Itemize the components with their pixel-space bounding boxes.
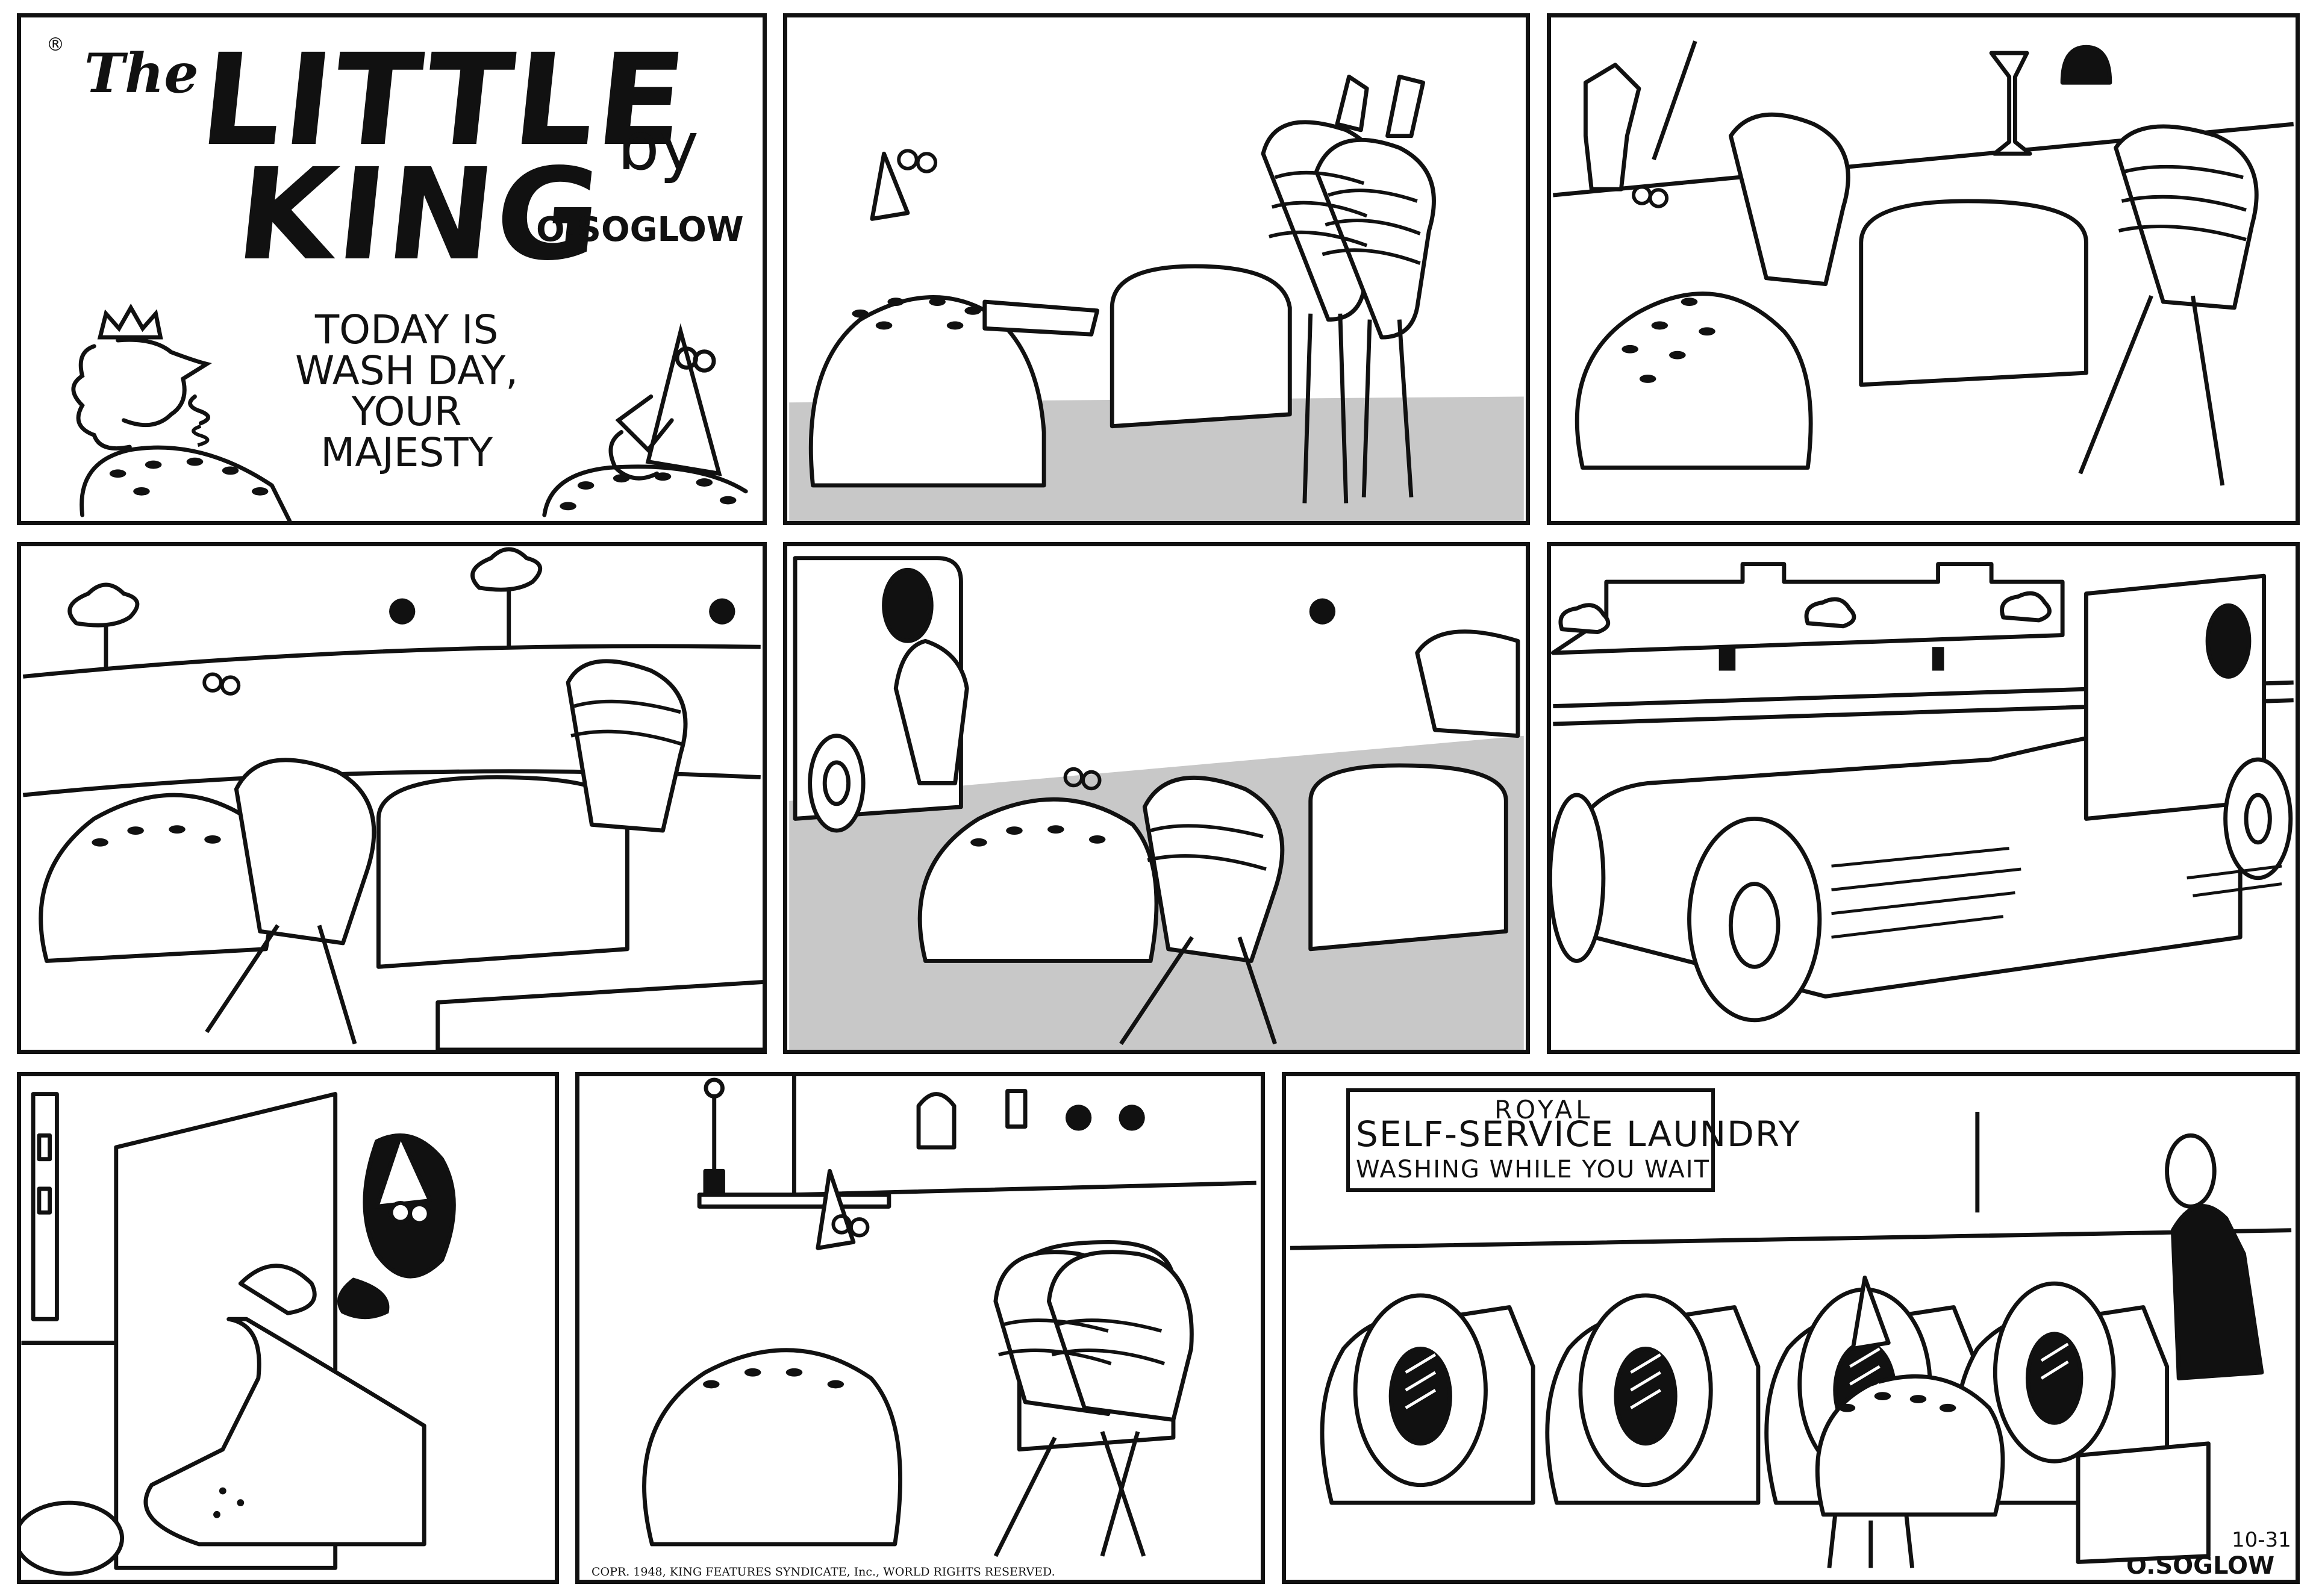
panel-3 <box>1547 13 2300 525</box>
balloon-line-3: YOUR <box>351 388 462 435</box>
laundry-chest-icon <box>1308 763 1508 952</box>
king-body-icon <box>808 295 1046 488</box>
attendant-legs-icon <box>2078 295 2225 486</box>
king-crown-icon <box>816 1168 856 1250</box>
attendant-head-icon <box>1335 74 1369 132</box>
panel-1-title: ® The LITTLE by KING O.SOGLOW TODAY IS W… <box>17 13 767 525</box>
king-crown-icon <box>1850 1275 1891 1351</box>
queen-face-icon <box>116 337 212 428</box>
attendant-body-icon <box>1142 775 1285 963</box>
strip-date: 10-31 <box>2232 1528 2291 1552</box>
copyright-notice: COPR. 1948, KING FEATURES SYNDICATE, Inc… <box>592 1565 1055 1579</box>
attendant-legs-icon <box>993 1431 1146 1557</box>
queen-robe-icon <box>80 445 292 521</box>
lamp-stand-icon <box>1989 51 2032 156</box>
sign-royal: ROYAL <box>1494 1095 1594 1124</box>
laundry-chest-icon <box>1110 264 1292 429</box>
laundry-chest-icon <box>1859 199 2088 387</box>
panel-3-art <box>1552 40 2294 486</box>
tree-icon <box>1558 603 1611 635</box>
tree-icon <box>67 582 140 628</box>
panel-8: COPR. 1948, KING FEATURES SYNDICATE, Inc… <box>575 1072 1265 1584</box>
balloon-line-2: WASH DAY, <box>295 348 519 394</box>
attendant-head-icon <box>2165 1133 2217 1209</box>
sign-title: SELF-SERVICE LAUNDRY <box>1356 1114 1801 1155</box>
laundry-box-icon <box>2076 1441 2211 1564</box>
driver-icon <box>143 1317 426 1547</box>
balloon-line-4: MAJESTY <box>320 429 493 476</box>
attendant-legs-icon <box>1119 936 1277 1046</box>
stool-icon <box>1827 1514 1915 1568</box>
panel-6-art <box>1551 562 2294 1023</box>
attendant-legs-icon <box>1302 313 1414 503</box>
truck-wheel-icon <box>1551 793 1606 963</box>
panel-4 <box>17 542 767 1054</box>
tree-icon <box>470 547 543 592</box>
panel-1-art <box>71 303 748 521</box>
king-body-icon <box>39 793 274 963</box>
attendant-legs-icon <box>205 924 357 1045</box>
laundry-sign: ROYAL SELF-SERVICE LAUNDRY WASHING WHILE… <box>1346 1088 1800 1192</box>
attendant-body-icon <box>1728 112 1850 287</box>
king-crown-icon <box>645 323 722 476</box>
panel-9: ROYAL SELF-SERVICE LAUNDRY WASHING WHILE… <box>1282 1072 2300 1584</box>
king-nose-icon <box>615 394 674 454</box>
registered-mark: ® <box>46 34 64 55</box>
panel-9-art <box>1290 1112 2292 1568</box>
tree-icon <box>1804 597 1856 629</box>
panel-7-art <box>21 1092 456 1576</box>
balloon-line-1: TODAY IS <box>314 307 499 353</box>
driver-icon <box>893 638 969 785</box>
arched-window-icon <box>916 1092 957 1150</box>
speech-balloon: TODAY IS WASH DAY, YOUR MAJESTY <box>295 310 518 473</box>
king-crown-icon <box>870 151 910 221</box>
king-robe-icon <box>542 464 748 517</box>
panel-5 <box>783 542 1530 1054</box>
knight-armor-icon <box>1583 63 1641 192</box>
panel-7 <box>17 1072 559 1584</box>
queen-hair-icon <box>71 344 132 450</box>
speed-lines-icon <box>1831 847 2282 939</box>
sign-subtitle: WASHING WHILE YOU WAIT <box>1356 1156 1711 1183</box>
panel-4-art <box>22 547 763 1050</box>
panel-2 <box>783 13 1530 525</box>
doorway-icon <box>2060 45 2112 85</box>
king-pointing-arm-icon <box>982 299 1100 337</box>
spear-icon <box>1652 40 1697 161</box>
panel-6 <box>1547 542 2300 1054</box>
driver-hat-icon <box>238 1264 317 1315</box>
attendant-body-icon <box>234 758 376 946</box>
attendant-body-icon <box>2170 1204 2264 1381</box>
steering-wheel-icon <box>21 1500 125 1576</box>
author-credit: O.SOGLOW <box>536 210 744 249</box>
queen-crown-icon <box>97 303 163 340</box>
panel-8-art <box>642 1076 1256 1557</box>
truck-window-icon <box>2205 603 2252 679</box>
tree-icon <box>2000 591 2052 623</box>
panel-5-art <box>789 556 1524 1050</box>
title-the: The <box>84 42 199 105</box>
truck-window-icon <box>882 567 934 643</box>
panel-2-art <box>789 74 1524 521</box>
king-body-icon <box>1575 291 1813 470</box>
king-body-icon <box>1815 1374 2005 1517</box>
title-by: by <box>617 108 699 185</box>
king-body-icon <box>642 1348 902 1547</box>
